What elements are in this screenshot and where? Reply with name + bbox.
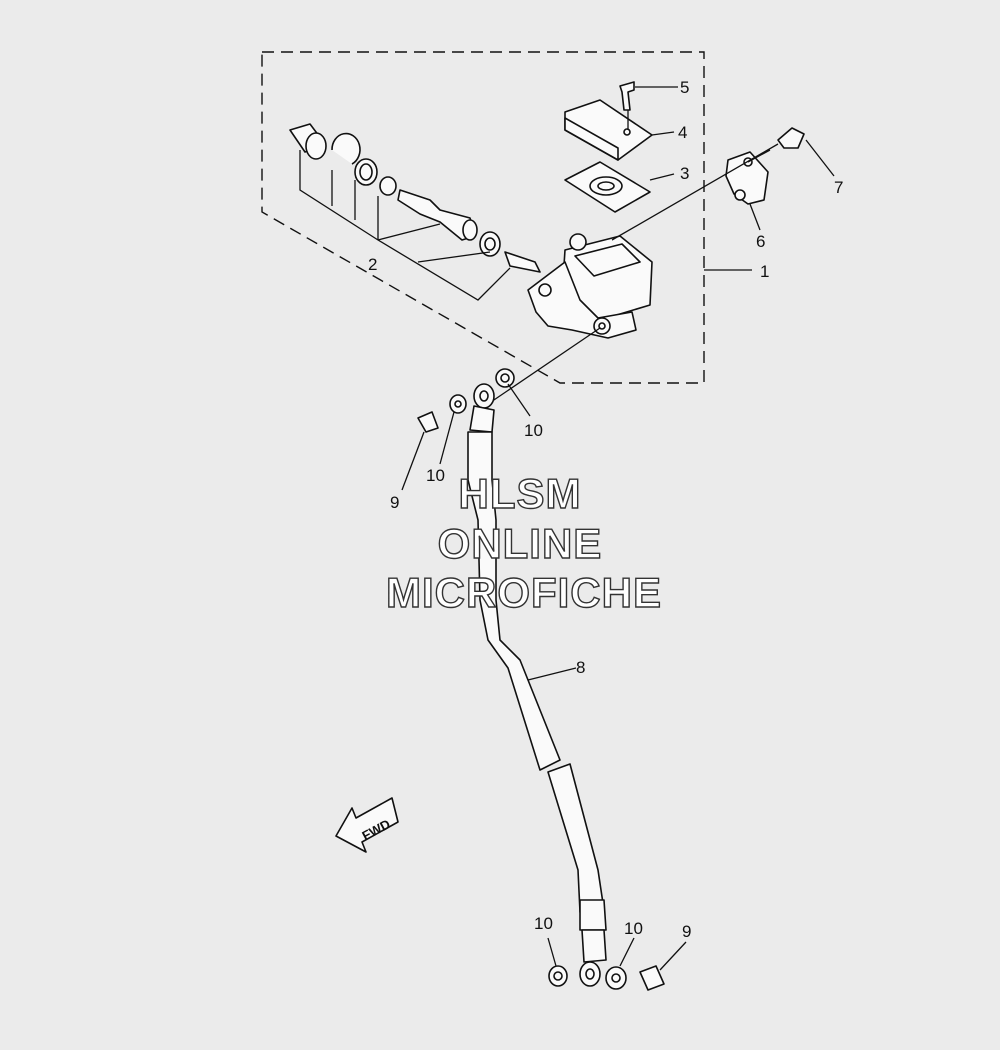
master-cylinder-body	[527, 233, 653, 339]
forward-arrow-icon: FWD	[335, 797, 399, 853]
callout-9-lower: 9	[682, 922, 691, 941]
callout-10-upper-right: 10	[524, 421, 543, 440]
callout-7: 7	[834, 178, 843, 197]
callout-2: 2	[368, 255, 377, 274]
assembly-boundary	[261, 51, 705, 384]
holder-bolt	[777, 127, 805, 149]
watermark-line-2: ONLINE	[438, 520, 603, 567]
callout-1: 1	[760, 262, 769, 281]
watermark-line-1: HLSM	[459, 470, 582, 517]
callout-9-upper: 9	[390, 493, 399, 512]
holder-clamp	[725, 151, 769, 205]
callout-8: 8	[576, 658, 585, 677]
watermark-line-3: MICROFICHE	[386, 569, 662, 616]
callout-6: 6	[756, 232, 765, 251]
brake-hose	[467, 431, 665, 991]
callout-4: 4	[678, 123, 687, 142]
cap-screw	[619, 81, 635, 111]
callout-10-upper-left: 10	[426, 466, 445, 485]
diaphragm	[564, 161, 651, 213]
reservoir-cap	[564, 99, 653, 161]
callout-10-lower-right: 10	[624, 919, 643, 938]
callout-5: 5	[680, 78, 689, 97]
upper-banjo	[417, 368, 515, 433]
callout-10-lower-left: 10	[534, 914, 553, 933]
piston-kit	[289, 123, 541, 301]
callout-3: 3	[680, 164, 689, 183]
